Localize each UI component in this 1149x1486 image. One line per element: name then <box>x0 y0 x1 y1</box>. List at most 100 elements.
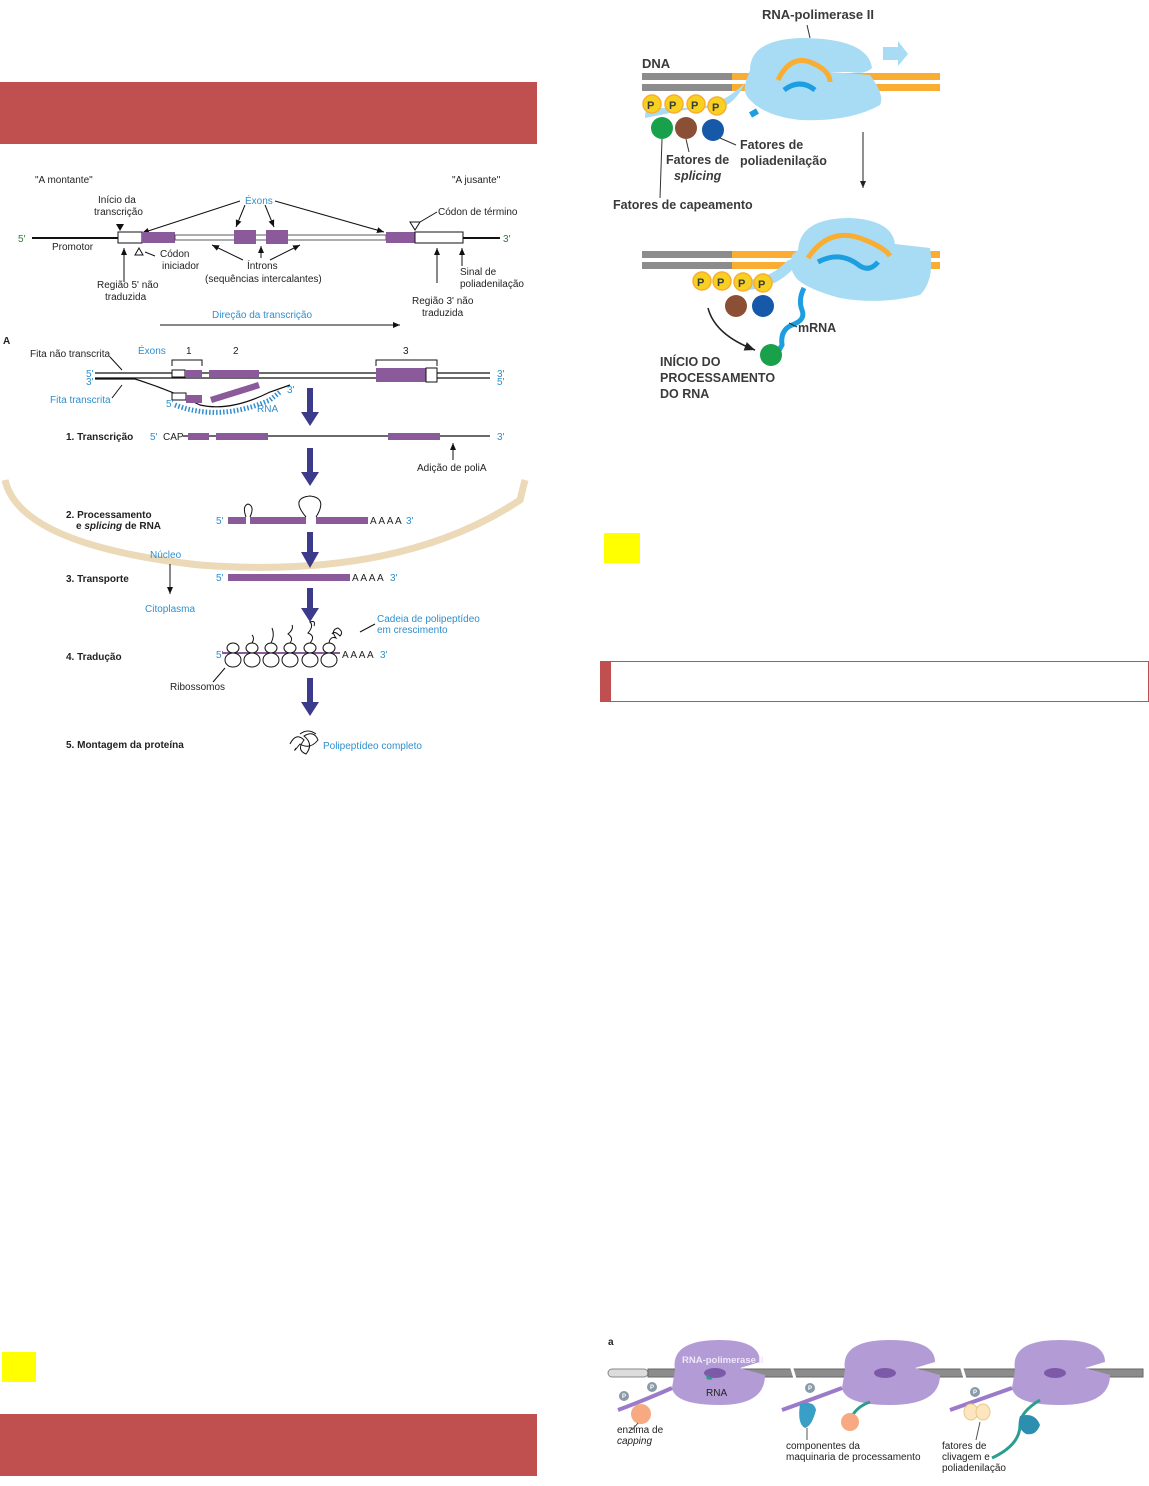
highlight-marker-right <box>604 533 640 563</box>
svg-text:P: P <box>717 277 724 289</box>
strand-5prime-right: 5' <box>497 377 505 388</box>
svg-text:P: P <box>712 102 719 114</box>
step3-polya: A A A A <box>352 573 384 584</box>
start-codon-label-2: iniciador <box>162 261 200 272</box>
exons-label: Éxons <box>245 194 273 207</box>
upstream-label: "A montante" <box>35 175 93 186</box>
processing-start-label-2: PROCESSAMENTO <box>660 371 775 385</box>
processing-start-label-1: INÍCIO DO <box>660 354 721 369</box>
step-5-label: 5. Montagem da proteína <box>66 740 184 751</box>
polyadenylation-signal-label-2: poliadenilação <box>460 279 524 290</box>
capping-enzyme-label-1: enzima de <box>617 1425 664 1436</box>
polymerase-label: RNA-polimerase II <box>762 7 874 22</box>
capping-factor-icon <box>651 117 673 139</box>
start-codon-marker-icon <box>134 246 144 256</box>
svg-text:P: P <box>758 279 765 291</box>
cleavage-factors-label-1: fatores de <box>942 1441 987 1452</box>
capping-factors-label: Fatores de capeamento <box>613 198 753 212</box>
rna-strand <box>174 390 282 415</box>
polyadenylation-factors-label-1: Fatores de <box>740 138 803 152</box>
ctd-polymerase-figure: a RNA-polimerase II RNA P P P P enzima d… <box>607 1337 1144 1474</box>
svg-text:P: P <box>697 277 704 289</box>
dna-label: DNA <box>642 56 671 71</box>
polyadenylation-factor-icon <box>702 119 724 141</box>
exon-number-1: 1 <box>186 346 192 357</box>
step-1-label: 1. Transcrição <box>66 432 133 443</box>
highlight-marker-left <box>2 1352 36 1382</box>
step-4-label: 4. Tradução <box>66 652 122 663</box>
bottom-section-banner <box>0 1414 537 1476</box>
capping-enzyme-label-2: capping <box>617 1436 652 1447</box>
processing-components-label-1: componentes da <box>786 1441 860 1452</box>
capping-enzyme-icon <box>631 1404 651 1424</box>
transcription-start-label-2: transcrição <box>94 207 143 218</box>
splicing-factors-label-1: Fatores de <box>666 153 729 167</box>
nontemplate-strand-label: Fita não transcrita <box>30 349 110 360</box>
ribosomes-label: Ribossomos <box>170 682 225 693</box>
flow-arrow-icon <box>301 678 319 716</box>
rna-label-2: RNA <box>706 1388 727 1399</box>
flow-arrows <box>301 388 319 716</box>
exon-number-3: 3 <box>403 346 409 357</box>
cleavage-factors-label-2: clivagem e <box>942 1452 990 1463</box>
exon-3 <box>266 230 288 244</box>
cleavage-factors-icon <box>963 1403 991 1421</box>
step2-polya: A A A A <box>370 516 402 527</box>
exon-2 <box>234 230 256 244</box>
flow-arrow-icon <box>301 448 319 486</box>
svg-text:P: P <box>808 1386 812 1392</box>
template-strand-label: Fita transcrita <box>50 395 111 406</box>
processing-start-label-3: DO RNA <box>660 387 709 401</box>
step-3-label: 3. Transporte <box>66 574 129 585</box>
five-prime-label: 5′ <box>18 234 26 245</box>
section-heading-box <box>600 661 1149 702</box>
utr3-label-1: Região 3' não <box>412 296 474 307</box>
phosphate-group-top: P P P P <box>642 94 727 116</box>
top-section-banner <box>0 82 537 144</box>
exon-1 <box>142 232 175 243</box>
processing-machinery-icon <box>799 1402 816 1428</box>
step-2-label-1: 2. Processamento <box>66 510 152 521</box>
introns-label-1: Íntrons <box>247 259 278 272</box>
svg-text:P: P <box>669 100 676 112</box>
stop-codon-marker-icon <box>409 221 421 231</box>
promoter-label: Promotor <box>52 242 94 253</box>
phosphate-icons <box>619 1382 980 1401</box>
transcription-start-marker-icon <box>116 224 124 231</box>
utr5-box <box>117 231 143 244</box>
splicing-factors-label-2: splicing <box>674 169 722 183</box>
gene-expression-figure: A Fita não transcrita Éxons 1 2 3 5' 3' … <box>1 336 529 755</box>
rna-polymerase-body-2 <box>790 218 932 301</box>
exon-4 <box>386 232 415 243</box>
rna-polymerase-figure: RNA-polimerase II DNA P P P P Fatores de… <box>613 7 940 401</box>
polya-addition-label: Adição de poliA <box>417 463 487 474</box>
cleavage-factors-label-3: poliadenilação <box>942 1463 1006 1474</box>
mrna-label: mRNA <box>798 321 836 335</box>
exons-label-2: Éxons <box>138 344 166 357</box>
introns-label-2: (sequências intercalantes) <box>205 274 322 285</box>
complete-polypeptide-label: Polipeptídeo completo <box>323 741 422 752</box>
utr3-label-2: traduzida <box>422 308 464 319</box>
phosphate-group-bottom: P P P P <box>692 271 773 293</box>
three-prime-label: 3′ <box>503 234 511 245</box>
growing-chain-label-1: Cadeia de polipeptídeo <box>377 614 480 625</box>
step3-5prime: 5' <box>216 573 224 584</box>
start-codon-label-1: Códon <box>160 249 189 260</box>
ribosomes <box>224 642 338 668</box>
nascent-rna <box>782 81 817 93</box>
step1-5prime: 5' <box>150 432 158 443</box>
processing-arrow-icon <box>707 307 756 351</box>
strand-5prime-top: 5' <box>86 369 94 380</box>
cytoplasm-label: Citoplasma <box>145 604 195 615</box>
step2-5prime: 5' <box>216 516 224 527</box>
mrna-strand <box>775 286 807 354</box>
nucleus-label: Núcleo <box>150 550 182 561</box>
polyadenylation-factors-label-2: poliadenilação <box>740 154 827 168</box>
exon-number-2: 2 <box>233 346 239 357</box>
strand-3prime-top: 3' <box>86 377 94 388</box>
panel-letter: A <box>3 336 10 347</box>
cap-icon <box>760 344 782 366</box>
rna-polymerase-body <box>645 38 882 121</box>
capping-enzyme-icon-2 <box>841 1413 859 1431</box>
strand-3prime-right: 3' <box>497 369 505 380</box>
